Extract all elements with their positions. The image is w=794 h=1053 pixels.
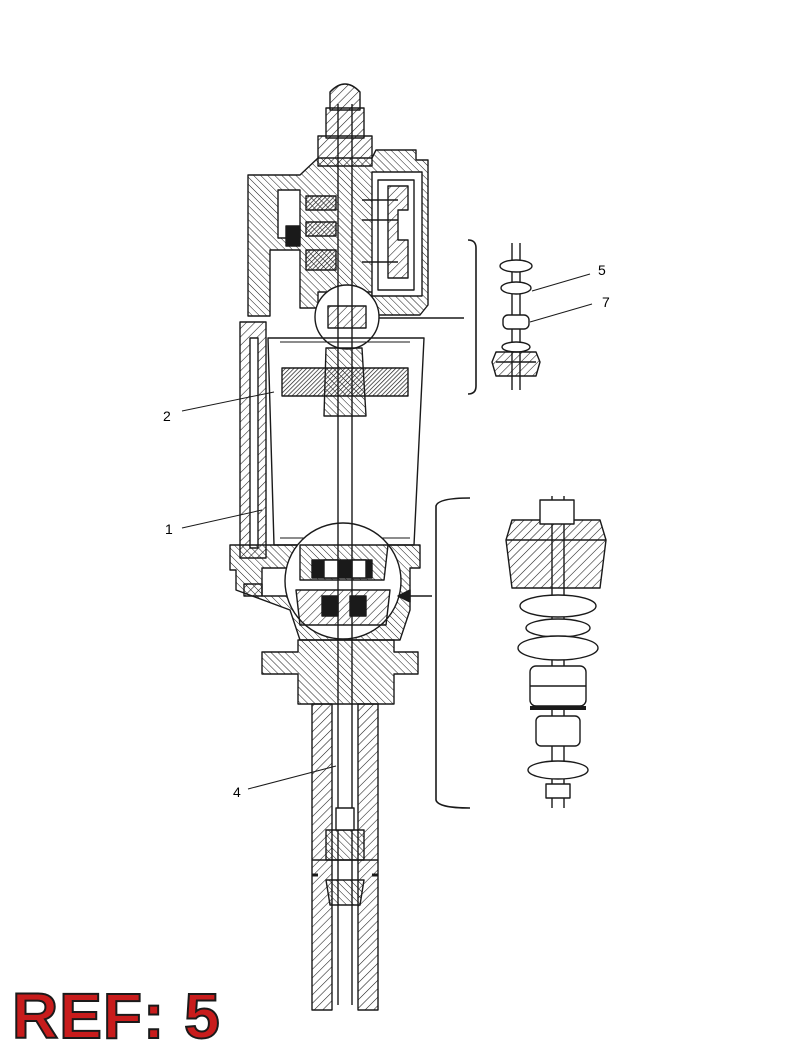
lower-pump-tube <box>311 703 379 1011</box>
callout-5: 5 <box>598 262 606 278</box>
leader-line-7 <box>529 303 593 323</box>
leader-line-4 <box>247 765 337 790</box>
lower-bracket <box>435 497 471 809</box>
leader-line-5 <box>531 273 591 292</box>
upper-bracket <box>467 239 477 395</box>
mounting-flange <box>261 639 419 705</box>
callout-2: 2 <box>163 408 171 424</box>
lower-exploded-valve-parts <box>505 496 607 808</box>
upper-exploded-valve-parts <box>491 243 541 390</box>
air-cylinder <box>239 321 425 559</box>
top-cap <box>317 83 373 167</box>
callout-4: 4 <box>233 784 241 800</box>
upper-detail-circle <box>314 284 380 350</box>
ref-label: REF: 5 <box>11 980 221 1052</box>
leader-line-2 <box>181 391 275 412</box>
lower-detail-circle <box>284 522 402 640</box>
lower-detail-leader <box>397 589 432 603</box>
leader-line-1 <box>181 509 263 529</box>
callout-7: 7 <box>602 294 610 310</box>
callout-1: 1 <box>165 521 173 537</box>
